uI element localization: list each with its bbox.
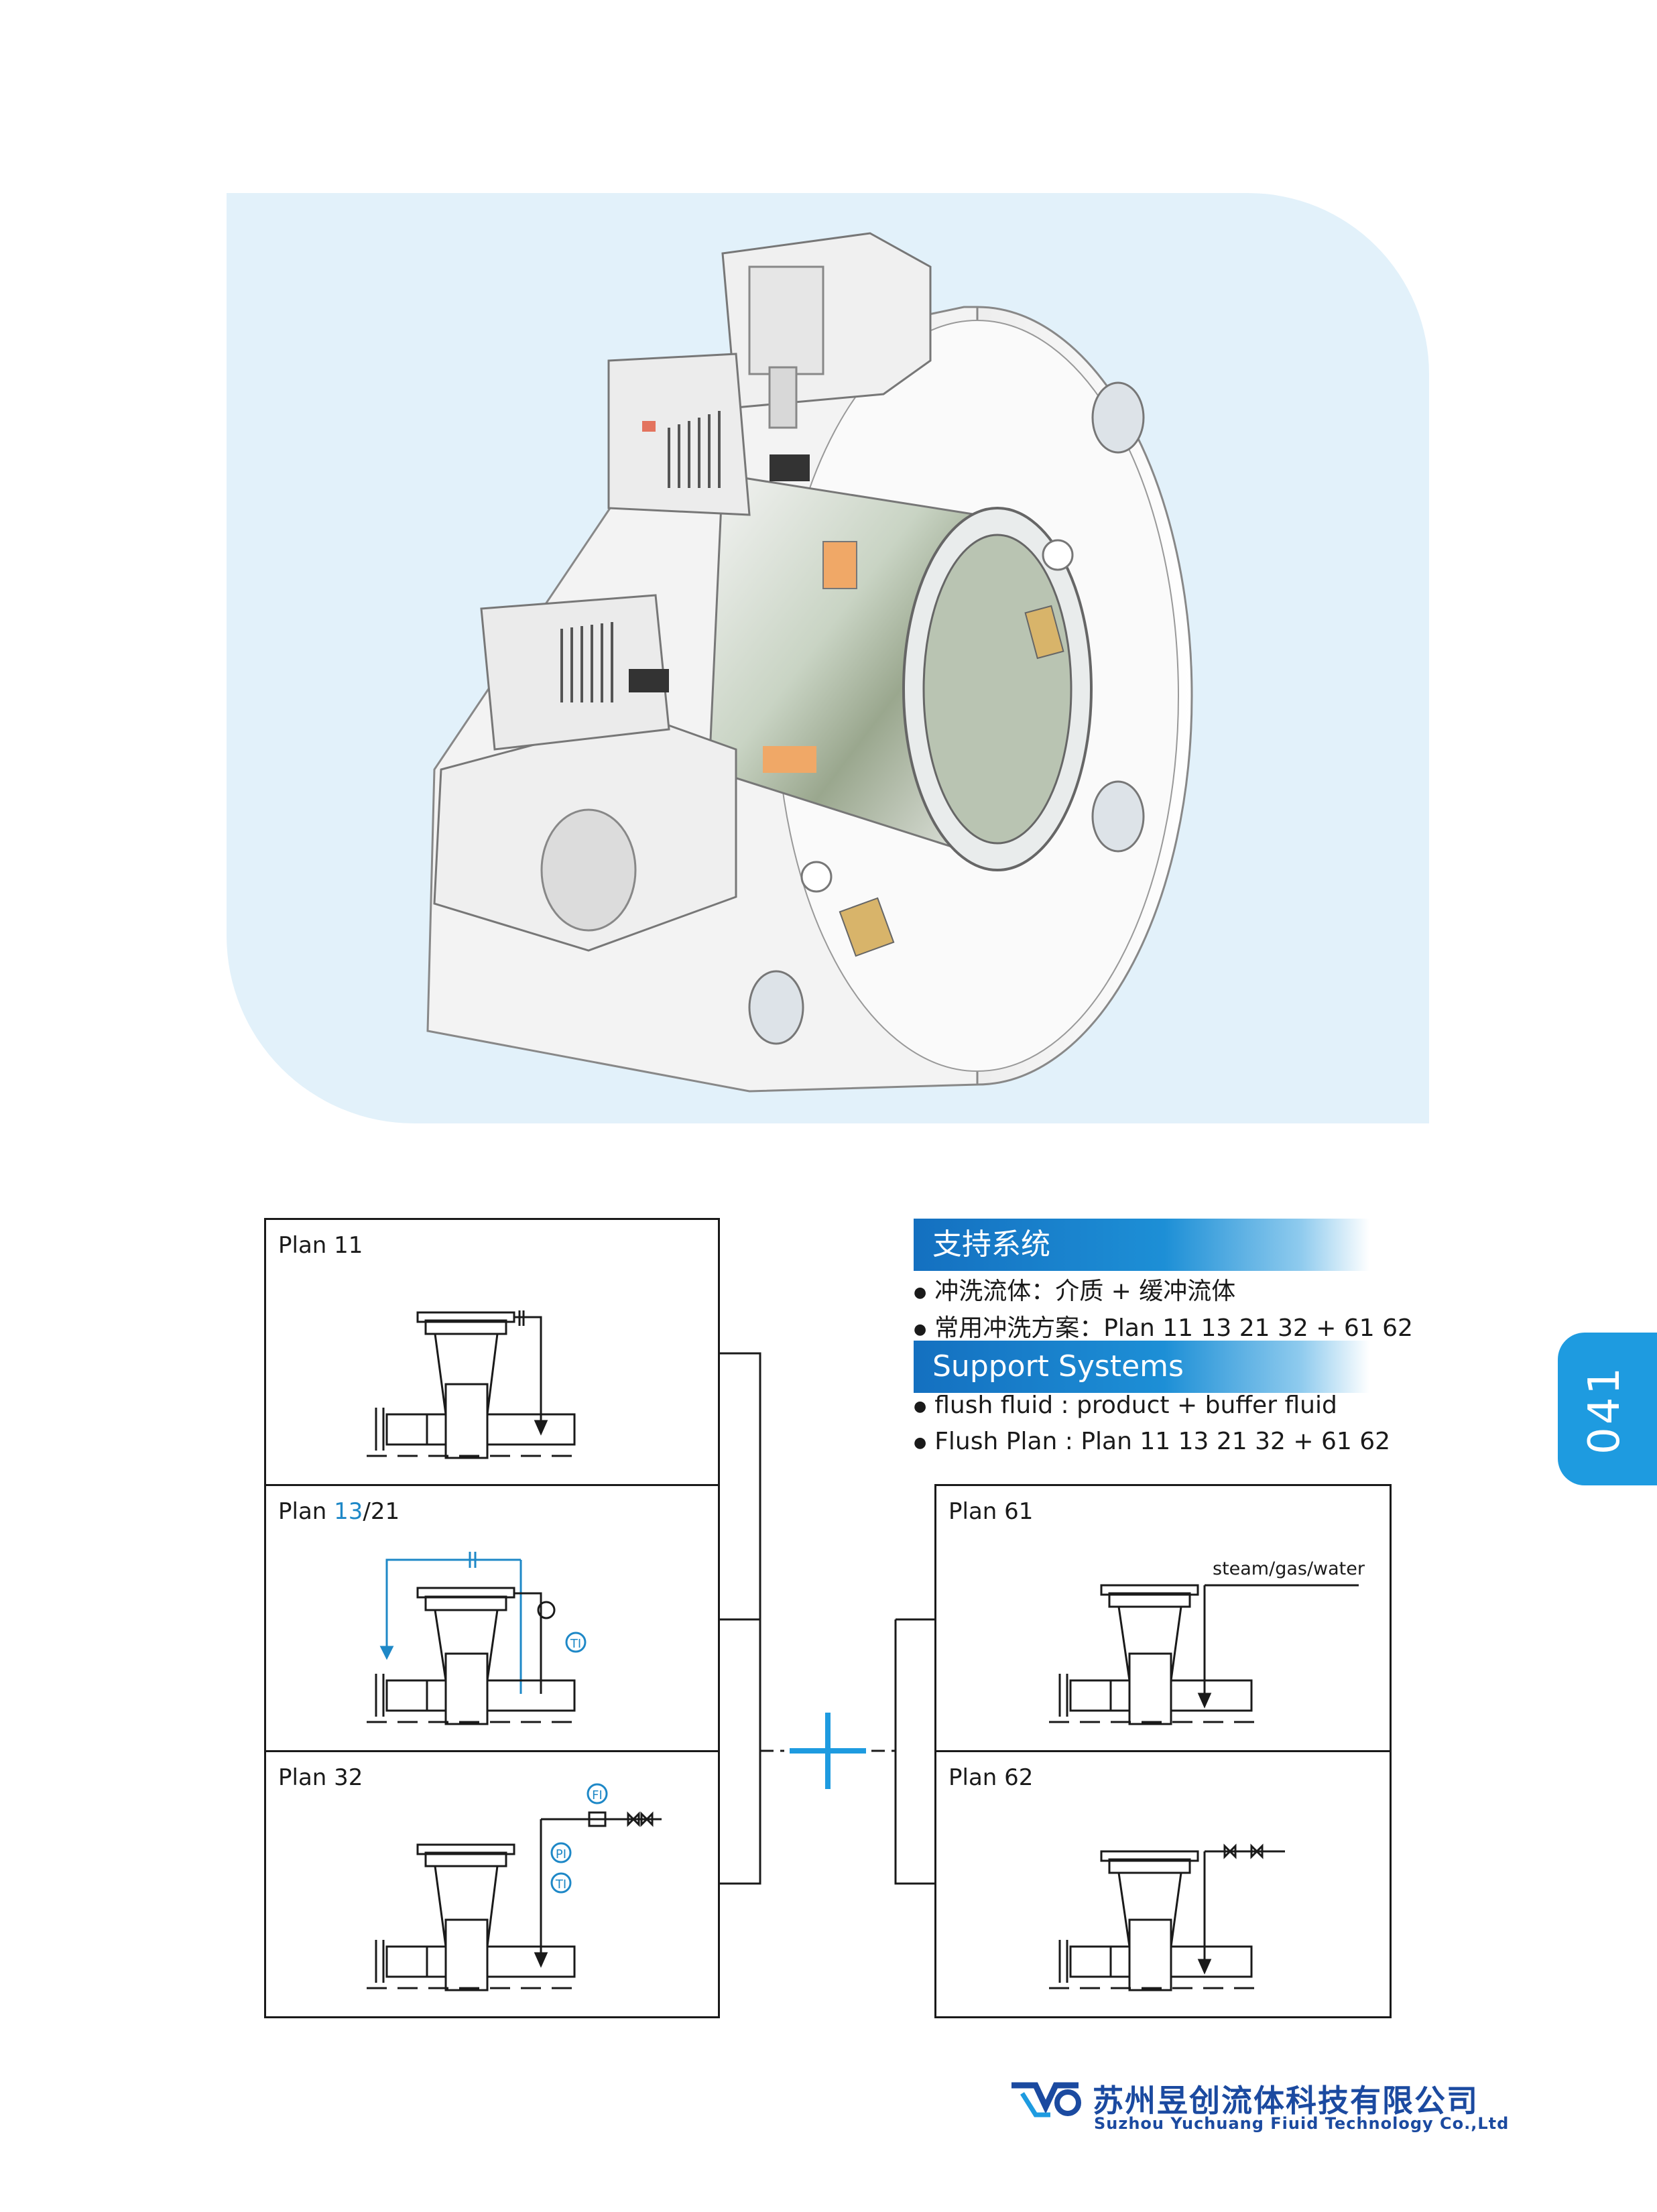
plan-13-21-title: Plan 13/21 [278, 1498, 400, 1525]
company-name-cn: 苏州昱创流体科技有限公司 [1093, 2083, 1479, 2119]
hero-panel [227, 193, 1429, 1123]
plan-61-diagram: steam/gas/water [1049, 1558, 1365, 1725]
mechanical-seal-illustration [426, 232, 1193, 1093]
plan-62-diagram [1049, 1843, 1285, 1991]
plan-32-pi-label: PI [556, 1847, 566, 1861]
support-cn-item-2: 常用冲洗方案：Plan 11 13 21 32 + 61 62 [914, 1308, 1413, 1343]
plan-32-fi-label: FI [592, 1788, 603, 1802]
company-logo [1011, 2082, 1081, 2117]
plan-32-diagram: FI PI TI [367, 1783, 662, 1991]
plan-11-title: Plan 11 [278, 1232, 363, 1259]
company-name-en: Suzhou Yuchuang Fiuid Technology Co.,Ltd [1094, 2114, 1510, 2133]
plan-13-21-ti-label: TI [570, 1637, 581, 1651]
plan-11-panel: Plan 11 [264, 1218, 720, 1486]
plan-32-ti-label: TI [555, 1878, 566, 1892]
plan-62-panel: Plan 62 [934, 1750, 1392, 2018]
plan-13-21-diagram: TI [367, 1552, 587, 1725]
page-number-tab: 041 [1558, 1333, 1657, 1485]
plan-13-21-panel: Plan 13/21 TI [264, 1484, 720, 1752]
support-en-item-2: Flush Plan : Plan 11 13 21 32 + 61 62 [914, 1428, 1390, 1455]
plan-32-title: Plan 32 [278, 1764, 363, 1791]
plan-62-title: Plan 62 [948, 1764, 1034, 1791]
plan-11-diagram [367, 1310, 581, 1459]
support-cn-item-1: 冲洗流体：介质 + 缓冲流体 [914, 1272, 1235, 1306]
plan-13-highlight: 13 [334, 1498, 363, 1525]
plan-61-title: Plan 61 [948, 1498, 1034, 1525]
plus-icon [790, 1713, 866, 1789]
support-en-item-1: flush fluid : product + buffer fluid [914, 1392, 1337, 1419]
plan-61-panel: Plan 61 steam/gas/water [934, 1484, 1392, 1752]
support-en-heading: Support Systems [914, 1341, 1369, 1393]
page-number: 041 [1580, 1364, 1630, 1455]
support-cn-heading: 支持系统 [914, 1219, 1369, 1271]
plan-61-line-label: steam/gas/water [1213, 1558, 1365, 1579]
plan-32-panel: Plan 32 FI PI TI [264, 1750, 720, 2018]
